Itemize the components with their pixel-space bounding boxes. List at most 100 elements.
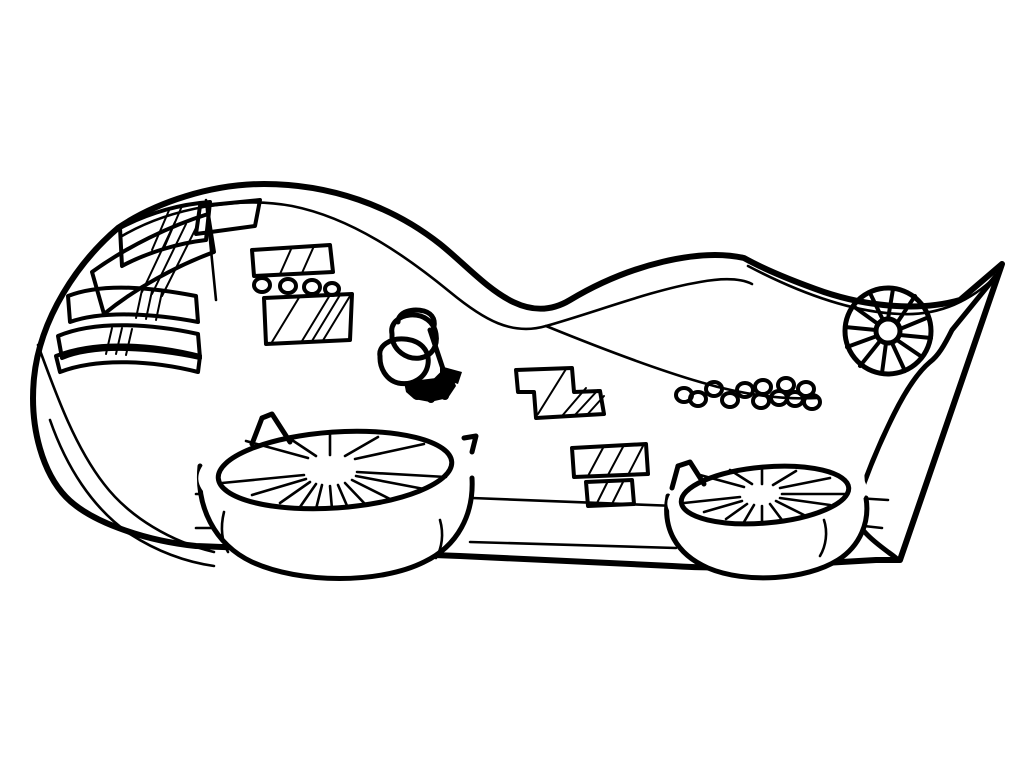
- side-vent-top-hatch-a: [279, 246, 293, 275]
- rear-wheel-tyre-outline: [664, 493, 870, 581]
- rear-wheel-spoke-l3: [724, 502, 749, 521]
- front-wheel-spoke-l8: [343, 481, 368, 507]
- side-vent-mid: [262, 292, 354, 346]
- turbine-spoke-2: [895, 294, 917, 325]
- front-wheel-spoke-l9: [350, 478, 392, 501]
- emblem-lower-body: [377, 336, 431, 387]
- rear-wheel-spoke-u2: [728, 468, 754, 486]
- hood-louver-hatch-3c: [155, 291, 163, 321]
- front-wheel-spoke-l3: [278, 480, 312, 505]
- vent-stud-2: [278, 277, 298, 295]
- side-vent-mid-hatch-d: [321, 295, 351, 343]
- grille-hole-11: [802, 393, 822, 411]
- emblem-wordmark-tail: [440, 366, 462, 384]
- turbine-spoke-3: [898, 315, 931, 331]
- rocker-vent-2-hatch-a: [595, 480, 609, 506]
- hood-louver-hatch-2b: [151, 223, 187, 295]
- step-vent-hatch-d: [585, 395, 605, 417]
- turbine-spoke-7: [880, 341, 888, 375]
- side-vent-mid-hatch-a: [271, 295, 301, 343]
- turbine-spoke-1: [886, 287, 895, 321]
- rear-wheel-arch-flare: [675, 459, 707, 487]
- emblem-upper-body: [389, 312, 439, 361]
- front-wheel-spoke-l4: [298, 482, 318, 509]
- front-wheel-tread-crease: [220, 510, 230, 554]
- turbine-spoke-11: [851, 304, 880, 326]
- hood-louvers: [54, 198, 262, 374]
- hood-louver-hatch-4a: [105, 327, 113, 355]
- rear-wheel-hub: [740, 483, 780, 501]
- front-wheel-spoke-l1: [220, 473, 306, 485]
- grille-hole-3: [720, 391, 740, 409]
- front-wheel-spoke-u4: [343, 435, 380, 458]
- rear-wheel-spokes-lower: [682, 492, 848, 524]
- rocker-panel-bottom: [468, 540, 678, 550]
- turbine-spoke-5: [895, 338, 924, 359]
- grille-hole-8: [776, 376, 796, 394]
- rear-wheel-spoke-l2: [702, 499, 744, 514]
- turbine-spoke-10: [843, 325, 878, 332]
- front-wheel-rear-tab: [461, 433, 479, 455]
- nose-lower-contour: [48, 418, 216, 568]
- rear-fin-inner-edge: [746, 264, 998, 316]
- nose-inner-contour: [36, 343, 216, 554]
- hood-louver-hatch-3a: [135, 289, 143, 319]
- rear-wheel-spoke-l7: [774, 499, 806, 517]
- rear-wheel-arch-flare-2: [669, 463, 681, 491]
- front-wheel-spoke-u1: [244, 439, 310, 460]
- hood-louver-hatch-4c: [125, 328, 133, 356]
- front-wheel-arch-flare: [259, 411, 293, 445]
- vent-stud-1: [252, 276, 272, 294]
- hood-louver-top-wedge: [194, 198, 262, 236]
- side-vent-top-outline: [250, 243, 335, 278]
- front-wheel-spoke-u5: [353, 442, 426, 461]
- rear-wheel-spoke-l4: [742, 503, 756, 524]
- turbine-spoke-6: [890, 341, 907, 373]
- turbine-spoke-8: [858, 339, 882, 368]
- step-vent-hatch-b: [561, 387, 587, 417]
- grille-hole-2: [704, 380, 724, 398]
- grille-hole-4: [735, 381, 755, 399]
- front-wheel-rim-ellipse: [215, 428, 455, 512]
- hood-louver-bar-1: [118, 200, 212, 268]
- rocker-vent-1-hatch-c: [627, 443, 645, 476]
- rocker-vent-2-hatch-b: [611, 479, 625, 505]
- hood-louver-hatch-4b: [115, 327, 123, 355]
- front-wheel-tyre-outline: [196, 463, 475, 581]
- rear-wheel-spokes-upper: [698, 467, 832, 490]
- rear-wheel-spoke-l8: [778, 496, 832, 507]
- rocker-vent-1: [570, 442, 650, 479]
- turbine-wheel: [842, 285, 934, 377]
- turbine-spokes: [843, 287, 933, 375]
- front-wheel: [196, 411, 479, 581]
- rocker-vent-1-hatch-a: [587, 445, 605, 477]
- front-wheel-spoke-l11: [355, 470, 448, 479]
- emblem: [377, 307, 462, 403]
- hood-louver-hatch-2c: [161, 227, 197, 297]
- turbine-outer-ring: [842, 285, 934, 377]
- emblem-dot-b: [427, 395, 435, 403]
- hood-louver-bar-4: [56, 323, 202, 360]
- rear-wheel: [664, 457, 870, 581]
- hood-louver-hatch-3b: [145, 290, 153, 320]
- turbine-spoke-12: [868, 291, 885, 322]
- side-vent-mid-hatch-c: [311, 294, 341, 342]
- turbine-spoke-4: [898, 333, 933, 340]
- hood-louver-bar-3: [66, 285, 200, 324]
- rear-wheel-spoke-l1: [682, 495, 742, 505]
- body-outline: [30, 181, 1005, 571]
- hood-louver-hatch-2a: [141, 221, 176, 293]
- dot-grille: [674, 376, 822, 411]
- turbine-spoke-9: [845, 334, 879, 349]
- emblem-dot-c: [441, 392, 449, 400]
- rear-wheel-spoke-u1: [698, 473, 746, 489]
- front-wheel-tread-crease-2: [434, 518, 444, 560]
- side-vent-mid-outline: [262, 292, 354, 346]
- front-wheel-spoke-l5: [314, 483, 324, 511]
- front-wheel-spoke-l2: [250, 477, 308, 497]
- rocker-panel-top: [470, 496, 678, 508]
- front-wheel-arch-flare-2: [249, 415, 265, 447]
